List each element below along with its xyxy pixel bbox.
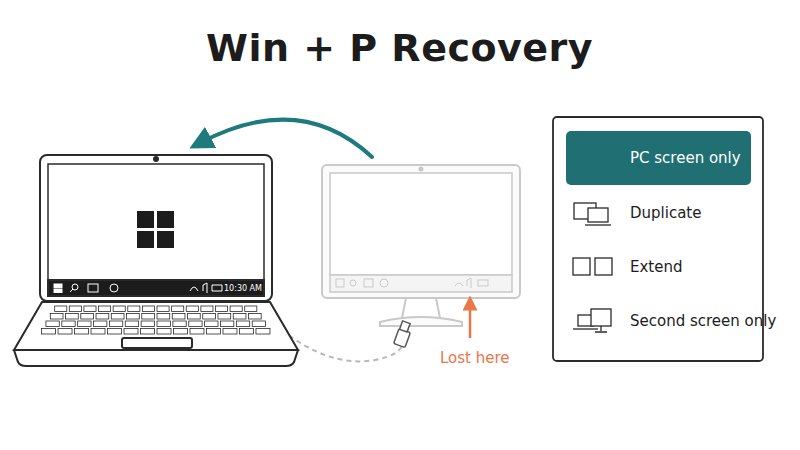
menu-option: PC screen only xyxy=(566,131,751,185)
callout-label: Lost here xyxy=(440,349,510,367)
menu-option: Second screen only xyxy=(566,298,787,344)
loose-cable xyxy=(282,330,402,361)
taskbar-icons xyxy=(54,283,222,293)
option-label: Second screen only xyxy=(630,312,776,330)
keyboard xyxy=(42,306,270,334)
windows-logo xyxy=(137,211,174,248)
diagram-title: Win + P Recovery xyxy=(206,26,593,70)
external-monitor xyxy=(322,165,520,326)
move-arrow xyxy=(200,120,372,157)
clock-time: 10:30 AM xyxy=(224,284,262,293)
pointer-arrow xyxy=(469,303,472,338)
menu-option: Duplicate xyxy=(566,190,751,236)
cable-plug xyxy=(394,321,411,348)
option-label: Duplicate xyxy=(630,204,701,222)
option-label: PC screen only xyxy=(630,149,741,167)
laptop xyxy=(14,155,298,366)
menu-option: Extend xyxy=(566,244,751,290)
option-label: Extend xyxy=(630,258,683,276)
